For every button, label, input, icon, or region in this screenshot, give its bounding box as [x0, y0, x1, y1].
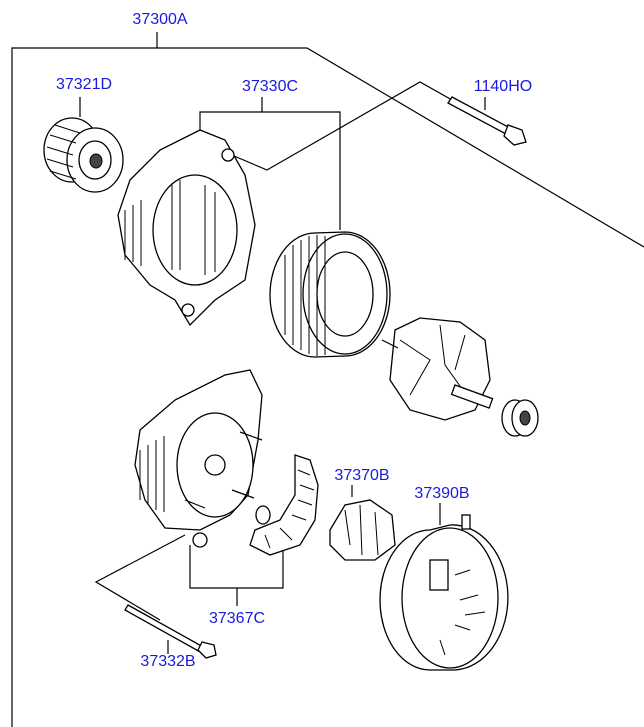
- label-rear-cover[interactable]: 37390B: [414, 485, 470, 502]
- stator-drawing: [269, 231, 391, 358]
- leader-lines: [11, 32, 644, 727]
- pulley-drawing: [43, 117, 124, 193]
- rear-cover-drawing: [379, 514, 509, 671]
- label-front-bracket[interactable]: 37330C: [241, 78, 299, 95]
- label-rectifier[interactable]: 37367C: [208, 610, 266, 627]
- label-regulator[interactable]: 37370B: [334, 467, 390, 484]
- bolt-drawing: [447, 96, 527, 146]
- label-assembly[interactable]: 37300A: [132, 11, 188, 28]
- through-bolt-drawing: [124, 604, 217, 659]
- label-bolt[interactable]: 1140HO: [473, 78, 533, 95]
- bearing-drawing: [501, 399, 539, 437]
- label-pulley[interactable]: 37321D: [55, 76, 113, 93]
- rotor-drawing: [381, 317, 494, 421]
- label-through-bolt[interactable]: 37332B: [140, 653, 196, 670]
- front-bracket-drawing: [117, 129, 256, 327]
- regulator-drawing: [329, 499, 396, 561]
- rectifier-drawing: [249, 454, 319, 556]
- rear-bracket-drawing: [134, 369, 263, 548]
